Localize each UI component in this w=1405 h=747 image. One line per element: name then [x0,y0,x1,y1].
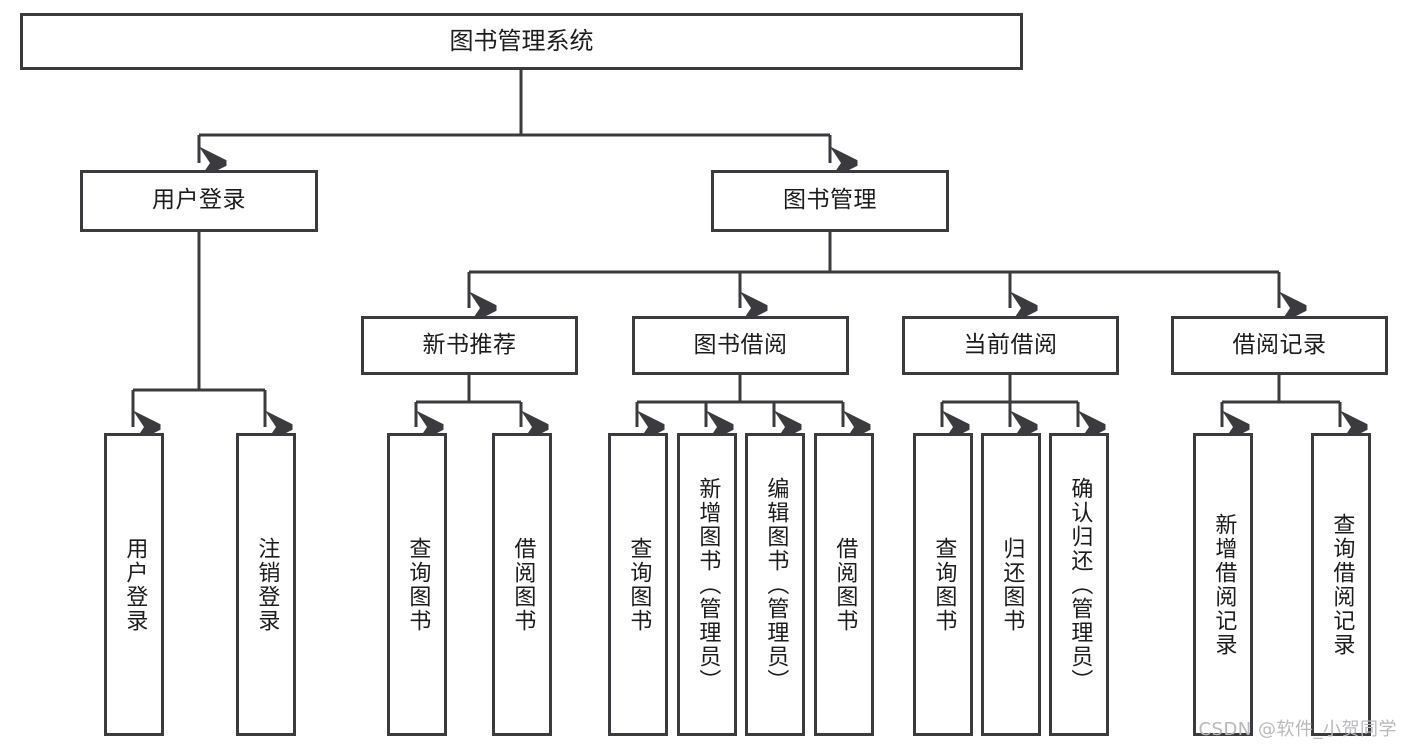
leaf-query-book-borrow[interactable]: 查询图书 [608,433,668,736]
leaf-query-borrow-record[interactable]: 查询借阅记录 [1311,433,1371,736]
leaf-query-book-recommend[interactable]: 查询图书 [387,433,447,736]
node-label: 用户登录 [152,187,246,214]
node-label: 新增借阅记录 [1211,512,1237,657]
node-label: 查询图书 [405,536,431,633]
leaf-query-book-current[interactable]: 查询图书 [913,433,973,736]
node-label: 图书借阅 [693,331,788,358]
node-label: 编辑图书（管理员） [763,476,789,693]
node-book-borrow[interactable]: 图书借阅 [632,316,849,375]
node-root-system[interactable]: 图书管理系统 [20,13,1023,70]
leaf-return-book[interactable]: 归还图书 [981,433,1041,736]
node-label: 用户登录 [122,536,148,633]
leaf-edit-book-admin[interactable]: 编辑图书（管理员） [745,433,805,736]
node-label: 注销登录 [254,536,280,633]
node-label: 查询图书 [626,536,652,633]
leaf-user-login[interactable]: 用户登录 [104,433,164,736]
node-new-book-recommend[interactable]: 新书推荐 [361,316,578,375]
node-label: 图书管理 [783,187,877,214]
leaf-logout[interactable]: 注销登录 [236,433,296,736]
node-label: 查询借阅记录 [1329,512,1355,657]
node-user-login[interactable]: 用户登录 [80,170,318,232]
leaf-add-borrow-record[interactable]: 新增借阅记录 [1193,433,1253,736]
node-label: 归还图书 [999,536,1025,633]
watermark: CSDN @软件_小贺同学 [1198,719,1397,740]
node-label: 当前借阅 [963,331,1058,358]
node-label: 图书管理系统 [449,27,594,56]
node-label: 借阅图书 [832,536,858,633]
node-current-borrow[interactable]: 当前借阅 [902,316,1119,375]
leaf-borrow-book-recommend[interactable]: 借阅图书 [492,433,552,736]
node-label: 新书推荐 [422,331,517,358]
node-borrow-record[interactable]: 借阅记录 [1171,316,1388,375]
leaf-confirm-return-admin[interactable]: 确认归还（管理员） [1049,433,1109,736]
node-label: 借阅图书 [510,536,536,633]
node-label: 确认归还（管理员） [1067,476,1093,693]
leaf-add-book-admin[interactable]: 新增图书（管理员） [677,433,737,736]
node-label: 查询图书 [931,536,957,633]
node-label: 借阅记录 [1232,331,1327,358]
node-book-management[interactable]: 图书管理 [711,170,949,232]
leaf-borrow-book[interactable]: 借阅图书 [814,433,874,736]
node-label: 新增图书（管理员） [695,476,721,693]
